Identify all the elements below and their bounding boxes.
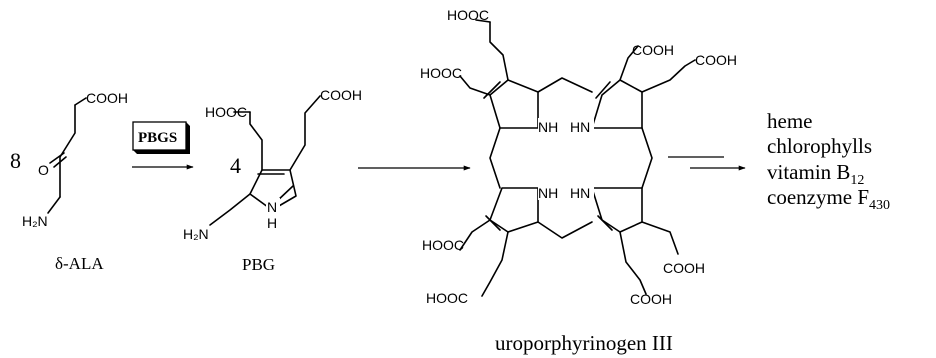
pbg-cooh: COOH <box>320 87 362 103</box>
pbg-amine: H₂N <box>183 226 209 242</box>
ala-oxygen: O <box>38 162 49 178</box>
uro-cooh-lower-right: COOH <box>663 260 705 276</box>
uro-label: uroporphyrinogen III <box>495 331 673 355</box>
product-coenzyme-f430: coenzyme F430 <box>767 185 890 213</box>
product-heme: heme <box>767 109 812 133</box>
uro-nh-3: NH <box>538 185 558 201</box>
uro-cooh-bottom: COOH <box>630 291 672 307</box>
uroporphyrinogen-structure: HOOC HOOC COOH COOH HOOC COOH HOOC COOH … <box>420 7 737 355</box>
ala-structure: 8 COOH O H₂N δ-ALA <box>10 90 128 273</box>
product-chlorophylls: chlorophylls <box>767 134 872 158</box>
pbg-structure: 4 HOOC COOH N H H₂N PBG <box>183 87 362 274</box>
uro-hooc-bottom: HOOC <box>426 290 468 306</box>
product-vitamin-b12: vitamin B12 <box>767 160 864 188</box>
uro-hn-4: HN <box>570 185 590 201</box>
pbg-nh-h: H <box>267 215 277 231</box>
pbgs-reaction-arrow: PBGS <box>132 121 194 170</box>
ala-cooh: COOH <box>86 90 128 106</box>
uro-hooc-lower-left: HOOC <box>422 237 464 253</box>
uro-hooc-upper-left: HOOC <box>420 65 462 81</box>
uro-nh-1: NH <box>538 119 558 135</box>
ala-amine: H₂N <box>22 213 48 229</box>
uro-cooh-upper-right: COOH <box>695 52 737 68</box>
pbg-coefficient: 4 <box>230 153 241 178</box>
uro-hn-2: HN <box>570 119 590 135</box>
uro-cooh-upper: COOH <box>632 42 674 58</box>
products-list: heme chlorophylls vitamin B12 coenzyme F… <box>767 109 890 213</box>
ala-label: δ-ALA <box>55 254 104 273</box>
pbg-hooc: HOOC <box>205 104 247 120</box>
ala-coefficient: 8 <box>10 148 21 173</box>
pbg-label: PBG <box>242 255 275 274</box>
uro-hooc-top: HOOC <box>447 7 489 23</box>
multistep-arrow <box>668 156 746 171</box>
pbg-nh-n: N <box>267 199 277 215</box>
pbgs-enzyme-label: PBGS <box>138 130 177 146</box>
